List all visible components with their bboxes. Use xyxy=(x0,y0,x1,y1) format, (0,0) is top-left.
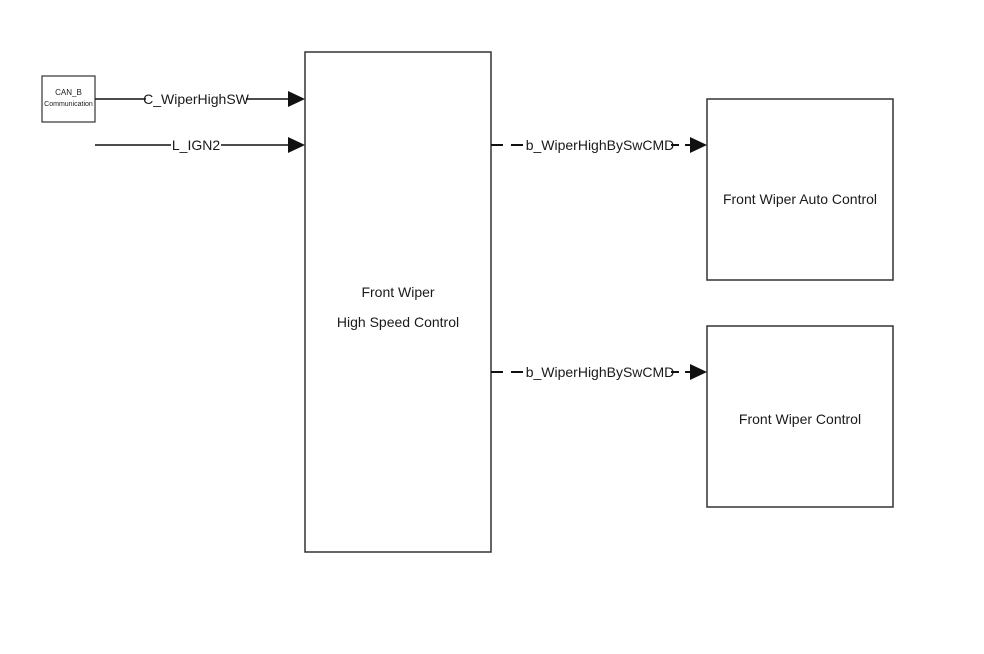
signal-cmd-to-wiper-control: b_WiperHighBySwCMD xyxy=(491,364,707,380)
can-b-communication-block: CAN_B Communication xyxy=(41,75,96,123)
arrowhead-icon xyxy=(690,364,707,380)
signal-cmd-to-auto-control: b_WiperHighBySwCMD xyxy=(491,137,707,153)
wiper-control-block-border xyxy=(706,325,894,508)
auto-control-block-label: Front Wiper Auto Control xyxy=(723,191,877,207)
high-speed-block-label-line2: High Speed Control xyxy=(337,314,459,330)
arrowhead-icon xyxy=(288,91,305,107)
arrowhead-icon xyxy=(288,137,305,153)
signal-label: b_WiperHighBySwCMD xyxy=(526,364,675,380)
signal-label: b_WiperHighBySwCMD xyxy=(526,137,675,153)
signal-c-wiper-high-sw: C_WiperHighSW xyxy=(95,91,305,107)
front-wiper-high-speed-control-block: Front Wiper High Speed Control xyxy=(304,51,492,553)
arrowhead-icon xyxy=(690,137,707,153)
front-wiper-auto-control-block: Front Wiper Auto Control xyxy=(706,98,894,281)
wiper-control-block-label: Front Wiper Control xyxy=(739,411,861,427)
auto-control-block-border xyxy=(706,98,894,281)
signal-l-ign2: L_IGN2 xyxy=(95,137,305,153)
signal-label: C_WiperHighSW xyxy=(143,91,250,107)
high-speed-block-border xyxy=(304,51,492,553)
signal-label: L_IGN2 xyxy=(172,137,220,153)
can-b-block-border xyxy=(41,75,96,123)
can-b-block-label-line2: Communication xyxy=(44,101,93,108)
can-b-block-label-line1: CAN_B xyxy=(55,88,82,97)
high-speed-block-label-line1: Front Wiper xyxy=(361,284,434,300)
front-wiper-control-block: Front Wiper Control xyxy=(706,325,894,508)
